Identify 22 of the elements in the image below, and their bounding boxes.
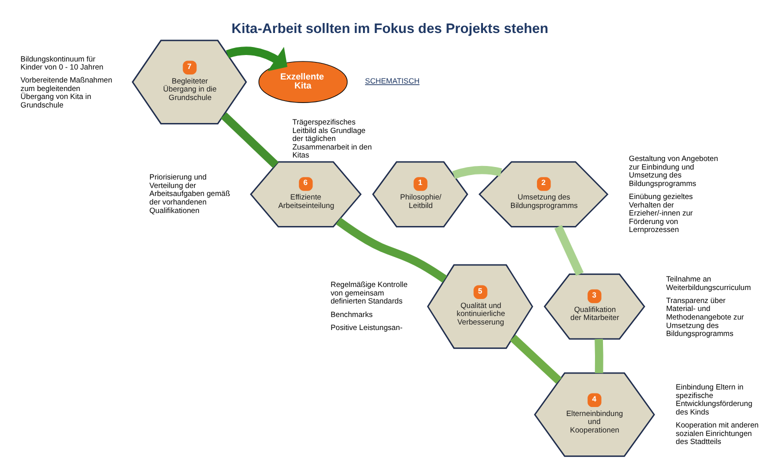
- node-label: Bildungskontinuum für Kinder von 0 - 10 Jahren: [20, 54, 104, 72]
- node-label: Gestaltung von Angeboten zur Einbindung und Umsetzung des Bildungsprogramms: [628, 154, 718, 188]
- label: SCHEMATISCH: [365, 76, 420, 85]
- node-label: Benchmarks: [330, 309, 373, 318]
- connector: [510, 334, 562, 384]
- node-label: Regelmäßige Kontrolle von gemeinsam definierten Standards: [330, 280, 408, 306]
- connector: [336, 217, 448, 282]
- node-label: Trägerspezifisches Leitbild als Grundlage der täglichen Zusammenarbeit in den Kitas: [292, 117, 372, 160]
- node-label: Transparenz über Material- und Methodenangebote zur Umsetzung des Bildungsprogramms: [666, 295, 744, 338]
- connector: [220, 112, 279, 168]
- node-label: Teilnahme an Weiterbildungscurriculum: [666, 274, 751, 292]
- node-label: Einübung gezieltes Verhalten der Erzieher/-innen zur Förderung von Lernprozessen: [628, 191, 693, 234]
- diagram-title: Kita-Arbeit sollten im Fokus des Projekts stehen: [232, 20, 548, 36]
- connector: [452, 165, 502, 178]
- node-label: Kooperation mit anderen sozialen Einrichtungen des Stadtteils: [676, 420, 759, 446]
- node-label: Einbindung Eltern in spezifische Entwicklungsförderung des Kinds: [676, 382, 752, 416]
- node-label: Vorbereitende Maßnahmen zum begleitenden Übergang von Kita in Grundschule: [20, 75, 112, 109]
- arrow: [226, 46, 288, 71]
- node-ellipse: Exzellente Kita: [258, 60, 348, 102]
- node-label: Priorisierung und Verteilung der Arbeitsaufgaben gemäß der vorhandenen Qualifikationen: [149, 172, 230, 214]
- connector: [554, 224, 584, 276]
- node-label: Positive Leistungsan-: [330, 322, 402, 332]
